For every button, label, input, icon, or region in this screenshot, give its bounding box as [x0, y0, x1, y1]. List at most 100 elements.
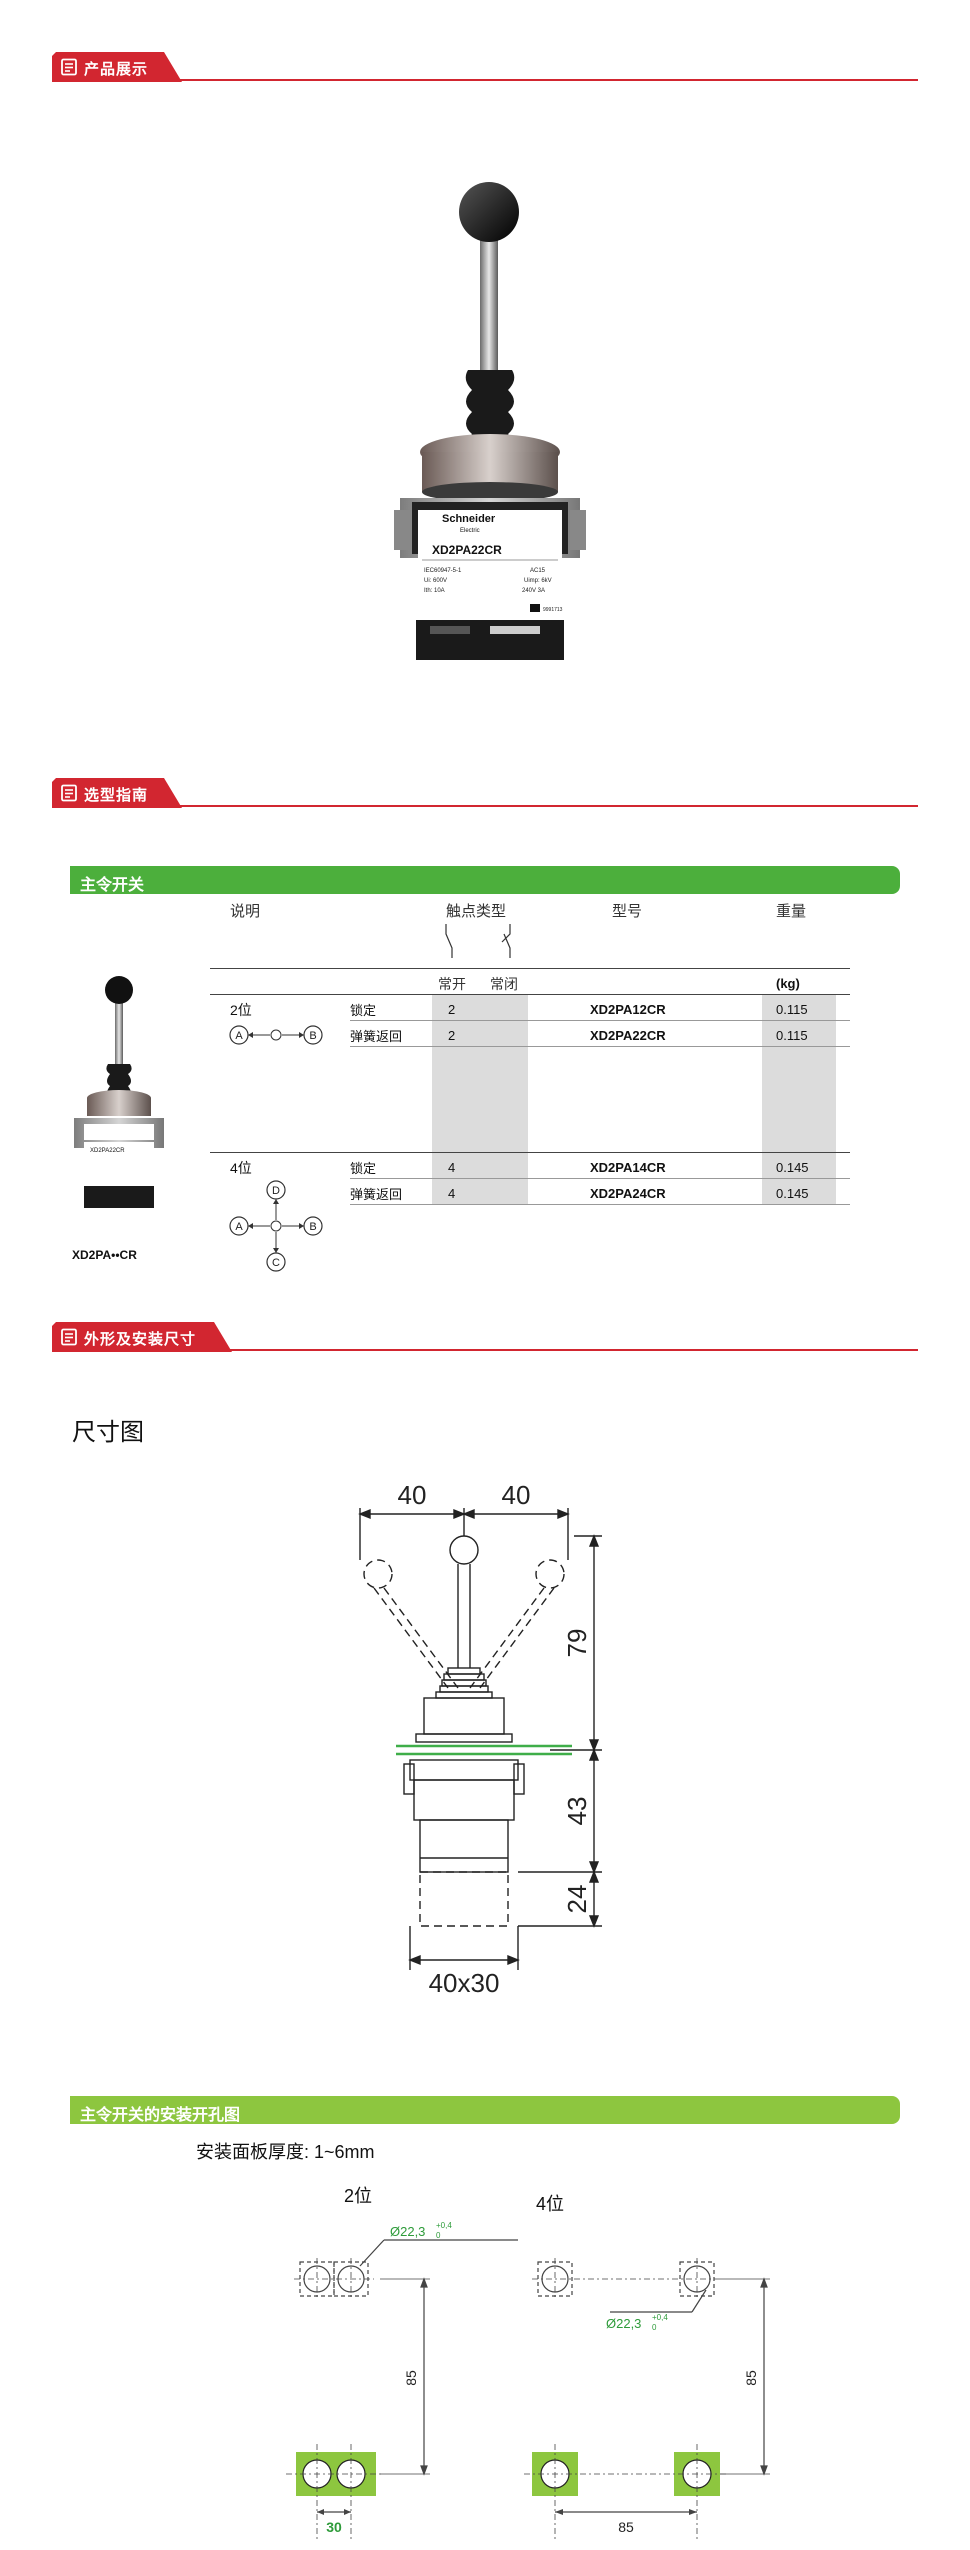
section-header-guide: 选型指南: [52, 778, 918, 808]
mode-label: 弹簧返回: [350, 1029, 403, 1044]
svg-text:AC15: AC15: [530, 568, 546, 574]
mode-label: 锁定: [350, 1003, 377, 1018]
table-rule: [350, 1204, 850, 1205]
model-number: XD2PA24CR: [590, 1186, 666, 1201]
header-weight: 重量: [776, 903, 807, 920]
dim-left-40: 40: [398, 1480, 427, 1510]
weight-value: 0.145: [776, 1160, 809, 1175]
shade-contact-column: [432, 994, 528, 1204]
contact-symbols: [445, 924, 511, 958]
no-count: 2: [448, 1028, 456, 1043]
four-position-diagram: D A B C: [229, 1180, 323, 1272]
subheader-nc: 常闭: [490, 976, 518, 992]
header-model: 型号: [612, 903, 643, 920]
model-label: XD2PA22CR: [432, 543, 502, 557]
table-rule: [210, 994, 850, 995]
no-count: 4: [448, 1160, 456, 1175]
tolerance-upper: +0,4: [436, 2221, 452, 2230]
tolerance-upper: +0,4: [652, 2313, 668, 2322]
dim-height-43: 43: [562, 1797, 592, 1826]
diameter-label-4pos: Ø22,3: [606, 2316, 641, 2331]
two-position-diagram: A B: [229, 1025, 323, 1045]
section-title: 产品展示: [84, 61, 149, 78]
dim-height-79: 79: [562, 1629, 592, 1658]
nc-contact-symbol: [501, 924, 511, 958]
svg-text:Ui: 600V: Ui: 600V: [424, 578, 447, 584]
position-label: 2位: [230, 1002, 252, 1018]
mode-label: 弹簧返回: [350, 1187, 403, 1202]
tolerance-lower: 0: [652, 2323, 657, 2332]
diameter-label-2pos: Ø22,3: [390, 2224, 425, 2239]
svg-text:9991713: 9991713: [543, 607, 563, 613]
document-icon: [61, 1328, 77, 1346]
header-contact-type: 触点类型: [446, 903, 507, 920]
dim-85-right: 85: [743, 2370, 759, 2386]
svg-text:Uimp: 6kV: Uimp: 6kV: [524, 578, 552, 584]
model-number: XD2PA12CR: [590, 1002, 666, 1017]
subheader-no: 常开: [438, 976, 466, 992]
section-title: 选型指南: [84, 787, 149, 804]
tolerance-lower: 0: [436, 2231, 441, 2240]
table-rule: [210, 968, 850, 969]
table-rule: [350, 1046, 850, 1047]
section-tag: 外形及安装尺寸: [52, 1322, 232, 1352]
model-number: XD2PA14CR: [590, 1160, 666, 1175]
weight-value: 0.115: [776, 1028, 808, 1043]
svg-text:A: A: [235, 1221, 243, 1233]
svg-text:D: D: [272, 1185, 280, 1197]
dimension-drawing: 40 40 79 43 24 40x30: [358, 1480, 602, 1998]
document-icon: [61, 58, 77, 76]
brand-sub-label: Electric: [460, 528, 480, 534]
section-title: 外形及安装尺寸: [84, 1331, 197, 1348]
product-image: Schneider Electric XD2PA22CR IEC60947-5-…: [394, 182, 586, 660]
header-description: 说明: [230, 903, 261, 920]
section-header-product: 产品展示: [52, 52, 918, 82]
brand-label: Schneider: [442, 513, 496, 525]
section-tag: 选型指南: [52, 778, 182, 808]
section-divider: [172, 79, 918, 81]
green-bar-title: 主令开关的安装开孔图: [80, 2107, 241, 2124]
svg-text:B: B: [309, 1030, 316, 1042]
dim-85-left: 85: [403, 2370, 419, 2386]
table-rule: [350, 1178, 850, 1179]
svg-text:A: A: [235, 1030, 243, 1042]
section-divider: [172, 805, 918, 807]
green-bar-title: 主令开关: [80, 877, 145, 894]
dim-30: 30: [326, 2519, 342, 2535]
no-count: 4: [448, 1186, 456, 1201]
document-icon: [61, 784, 77, 802]
model-number: XD2PA22CR: [590, 1028, 666, 1043]
table-rule: [350, 1020, 850, 1021]
mode-label: 锁定: [350, 1161, 377, 1176]
svg-text:Ith: 10A: Ith: 10A: [424, 588, 445, 594]
section-tag: 产品展示: [52, 52, 182, 82]
section-header-dimensions: 外形及安装尺寸: [52, 1322, 918, 1352]
four-position-label: 4位: [536, 2194, 565, 2214]
cutout-drawing: Ø22,3 +0,4 0 Ø22,3 +0,4 0 85 85 30 85: [286, 2221, 770, 2540]
product-thumbnail: XD2PA22CR: [74, 976, 164, 1208]
svg-text:XD2PA22CR: XD2PA22CR: [90, 1148, 125, 1154]
dim-right-40: 40: [502, 1480, 531, 1510]
dim-base: 40x30: [429, 1968, 500, 1998]
svg-text:C: C: [272, 1257, 280, 1269]
dim-85-horizontal: 85: [618, 2519, 634, 2535]
subheader-unit: (kg): [776, 976, 800, 991]
panel-thickness: 安装面板厚度: 1~6mm: [196, 2142, 375, 2162]
no-count: 2: [448, 1002, 456, 1017]
weight-value: 0.115: [776, 1002, 808, 1017]
svg-text:240V 3A: 240V 3A: [522, 588, 545, 594]
dimension-drawing-title: 尺寸图: [72, 1419, 144, 1446]
dim-height-24: 24: [562, 1885, 592, 1914]
no-contact-symbol: [445, 924, 453, 958]
section-divider: [222, 1349, 918, 1351]
weight-value: 0.145: [776, 1186, 809, 1201]
green-bar-cutout: 主令开关的安装开孔图: [70, 2096, 900, 2124]
svg-text:IEC60947-5-1: IEC60947-5-1: [424, 568, 462, 574]
table-rule: [210, 1152, 850, 1153]
green-bar-master-switch: 主令开关: [70, 866, 900, 894]
two-position-label: 2位: [344, 2186, 373, 2206]
position-label: 4位: [230, 1160, 252, 1176]
image-caption: XD2PA••CR: [72, 1248, 137, 1262]
svg-text:B: B: [309, 1221, 316, 1233]
shade-weight-column: [762, 994, 836, 1204]
